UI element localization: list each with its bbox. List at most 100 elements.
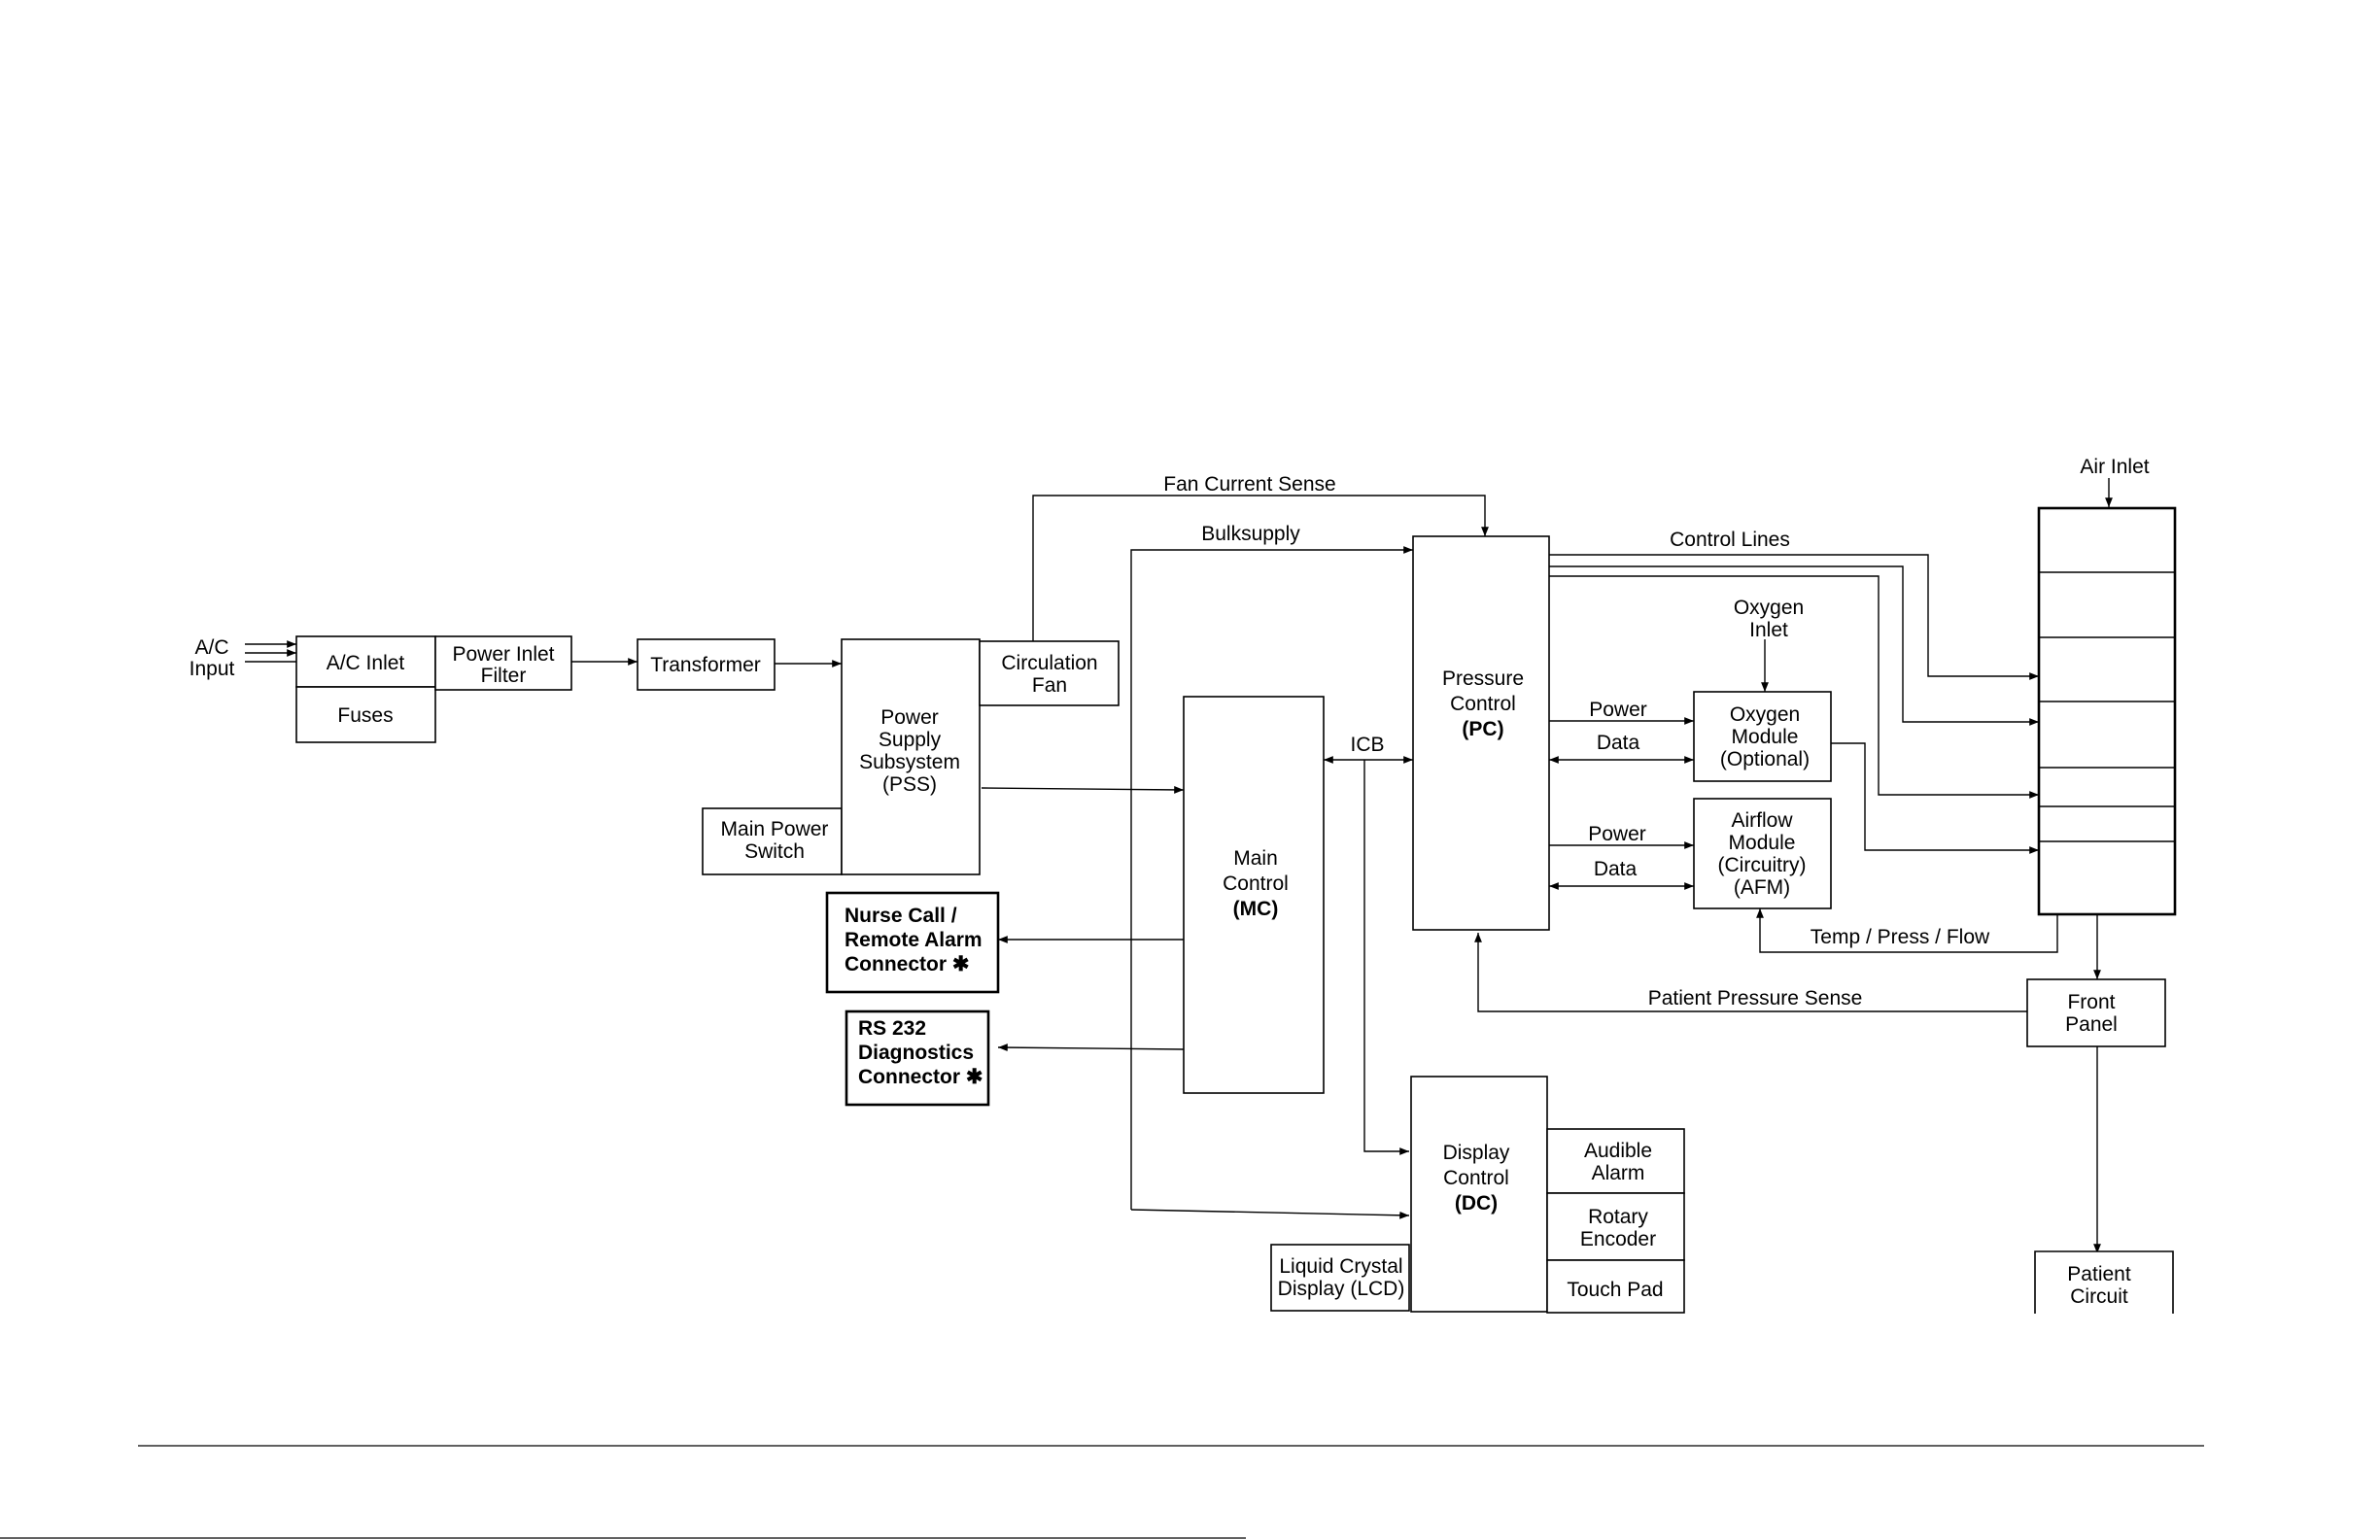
airflow-module-label-line-4: (AFM) xyxy=(1734,876,1790,899)
fan-current-sense-label: Fan Current Sense xyxy=(1163,473,1335,496)
airflow-module-block xyxy=(1693,798,1832,909)
pss-label-line-4: (PSS) xyxy=(882,773,937,796)
data-oxygen-label: Data xyxy=(1597,732,1640,754)
rotary-encoder-label-line-1: Rotary xyxy=(1588,1206,1648,1228)
oxygen-module-block xyxy=(1693,691,1832,782)
nurse-call-label-line-1: Nurse Call / xyxy=(845,905,957,927)
temp-press-flow-label: Temp / Press / Flow xyxy=(1811,926,1990,948)
audible-alarm-label-line-1: Audible xyxy=(1584,1140,1652,1162)
circulation-fan-block xyxy=(979,640,1120,706)
front-panel-block xyxy=(2026,978,2166,1047)
control-line-2 xyxy=(1549,565,2039,726)
oxygen-inlet-label-line-1: Oxygen xyxy=(1734,597,1804,619)
fuses-block xyxy=(295,686,436,743)
main-power-switch-block xyxy=(702,807,843,875)
icb-label: ICB xyxy=(1350,734,1384,756)
rs232-label-line-2: Diagnostics xyxy=(858,1042,974,1064)
bulksupply-label: Bulksupply xyxy=(1201,523,1300,545)
rs232-label-line-3: Connector ✱ xyxy=(858,1066,983,1088)
power-inlet-filter-label-line-2: Filter xyxy=(481,665,527,687)
ac-inlet-block xyxy=(295,635,436,688)
nurse-call-label-line-3: Connector ✱ xyxy=(845,953,969,975)
display-control-label-line-3: (DC) xyxy=(1455,1192,1498,1215)
connection-lines xyxy=(245,478,2113,1253)
transformer-label-line-1: Transformer xyxy=(650,654,761,676)
pss-block xyxy=(841,638,981,875)
nurse-call-connector-block xyxy=(825,891,1000,994)
main-power-switch-label-line-1: Main Power xyxy=(721,818,829,840)
patient-circuit-label-line-2: Circuit xyxy=(2070,1285,2128,1308)
control-line-3 xyxy=(1549,575,2039,799)
main-control-block xyxy=(1183,696,1325,1094)
display-control-label-line-1: Display xyxy=(1443,1142,1510,1164)
bulksupply-line xyxy=(1130,546,1413,1210)
power-inlet-filter-block xyxy=(434,635,572,691)
fan-current-sense-line xyxy=(1032,495,1489,641)
ac-inlet-label: A/C Inlet xyxy=(327,652,405,674)
rs232-label-line-1: RS 232 xyxy=(858,1017,926,1040)
patient-circuit-label-line-1: Patient xyxy=(2067,1263,2131,1285)
pss-to-bulksupply-line xyxy=(981,785,1185,794)
air-module-stack xyxy=(2037,506,2177,916)
main-power-switch-label-line-2: Switch xyxy=(744,840,805,863)
lcd-block xyxy=(1270,1244,1410,1312)
display-control-label-line-2: Control xyxy=(1443,1167,1509,1189)
air-inlet-label-line-1: Air Inlet xyxy=(2080,456,2149,478)
mc-to-rs232-line xyxy=(997,1044,1185,1052)
blocks xyxy=(295,506,2177,1314)
ac-inlet-label-line-1: A/C Inlet xyxy=(327,652,405,674)
icb-to-dc-line xyxy=(1363,760,1409,1155)
power-inlet-filter-label-line-1: Power Inlet xyxy=(452,643,554,666)
touch-pad-block xyxy=(1546,1259,1685,1314)
power-oxygen-label: Power xyxy=(1589,699,1647,721)
pressure-control-block xyxy=(1412,535,1550,931)
pressure-control-label-line-3: (PC) xyxy=(1462,718,1503,740)
circulation-fan-label-line-2: Fan xyxy=(1032,674,1067,697)
lcd-label-line-1: Liquid Crystal xyxy=(1279,1255,1402,1278)
oxygen-inlet-label-line-2: Inlet xyxy=(1749,619,1788,641)
pss-label-line-3: Subsystem xyxy=(859,751,960,773)
oxygen-module-to-air-line xyxy=(1831,742,2039,854)
main-control-label-line-1: Main xyxy=(1233,847,1278,870)
patient-pressure-sense-label: Patient Pressure Sense xyxy=(1648,987,1863,1010)
rotary-encoder-label-line-2: Encoder xyxy=(1580,1228,1656,1250)
signal-labels: Fan Current Sense Bulksupply Control Lin… xyxy=(1163,473,1990,1010)
rotary-encoder-block xyxy=(1546,1192,1685,1261)
front-panel-label-line-1: Front xyxy=(2067,991,2115,1013)
touch-pad-label: Touch Pad xyxy=(1567,1279,1663,1301)
pss-label-line-2: Supply xyxy=(879,729,942,751)
temp-press-flow-line xyxy=(1756,908,2058,953)
oxygen-module-label-line-1: Oxygen xyxy=(1730,703,1800,726)
pss-label-line-1: Power xyxy=(880,706,939,729)
fuses-label: Fuses xyxy=(337,704,393,727)
patient-pressure-sense-line xyxy=(1474,933,2027,1012)
front-panel-label-line-2: Panel xyxy=(2065,1013,2118,1036)
pressure-control-label-line-2: Control xyxy=(1450,693,1516,715)
control-lines-label: Control Lines xyxy=(1670,529,1790,551)
circulation-fan-label-line-1: Circulation xyxy=(1001,652,1097,674)
air-inlet-label: Air Inlet xyxy=(2080,456,2149,478)
airflow-module-label-line-3: (Circuitry) xyxy=(1718,854,1807,876)
transformer-block xyxy=(637,638,776,691)
lcd-label-line-2: Display (LCD) xyxy=(1278,1278,1405,1300)
oxygen-module-label-line-2: Module xyxy=(1732,726,1799,748)
bulksupply-to-dc-line xyxy=(1130,1209,1410,1219)
airflow-module-label-line-2: Module xyxy=(1729,832,1796,854)
